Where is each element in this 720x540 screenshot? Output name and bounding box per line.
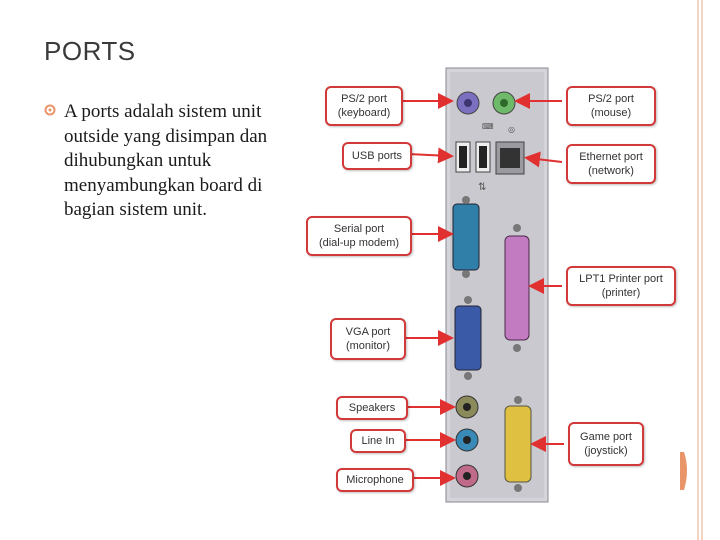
- callout-lpt1: LPT1 Printer port (printer): [566, 266, 676, 306]
- callout-speakers: Speakers: [336, 396, 408, 420]
- game-port: [505, 396, 531, 492]
- speaker-jack: [456, 396, 478, 418]
- callout-vga-line1: VGA port: [332, 325, 404, 339]
- callout-ethernet: Ethernet port (network): [566, 144, 656, 184]
- callout-microphone: Microphone: [336, 468, 414, 492]
- slide-title: PORTS: [44, 36, 136, 67]
- callout-game-line2: (joystick): [570, 444, 642, 458]
- callout-usb: USB ports: [342, 142, 412, 170]
- bullet-text: A ports adalah sistem unit outside yang …: [64, 100, 294, 223]
- svg-text:◎: ◎: [508, 125, 515, 134]
- callout-lpt1-line2: (printer): [568, 286, 674, 300]
- callout-lpt1-line1: LPT1 Printer port: [568, 272, 674, 286]
- callout-usb-line1: USB ports: [344, 149, 410, 163]
- ethernet-port: [496, 142, 524, 174]
- callout-serial-line1: Serial port: [308, 222, 410, 236]
- callout-ps2-keyboard-line2: (keyboard): [327, 106, 401, 120]
- callout-game: Game port (joystick): [568, 422, 644, 466]
- callout-ps2-mouse-line2: (mouse): [568, 106, 654, 120]
- callout-vga-line2: (monitor): [332, 339, 404, 353]
- callout-ps2-mouse: PS/2 port (mouse): [566, 86, 656, 126]
- callout-ps2-keyboard-line1: PS/2 port: [327, 92, 401, 106]
- callout-serial-line2: (dial-up modem): [308, 236, 410, 250]
- callout-ps2-mouse-line1: PS/2 port: [568, 92, 654, 106]
- callout-game-line1: Game port: [570, 430, 642, 444]
- callout-line-in-line1: Line In: [352, 434, 404, 448]
- callout-ethernet-line1: Ethernet port: [568, 150, 654, 164]
- microphone-jack: [456, 465, 478, 487]
- lpt1-port: [505, 224, 529, 352]
- svg-text:⇅: ⇅: [478, 182, 486, 193]
- callout-vga: VGA port (monitor): [330, 318, 406, 360]
- callout-ethernet-line2: (network): [568, 164, 654, 178]
- svg-text:⌨: ⌨: [482, 122, 494, 131]
- callout-microphone-line1: Microphone: [338, 473, 412, 487]
- callout-speakers-line1: Speakers: [338, 401, 406, 415]
- line-in-jack: [456, 429, 478, 451]
- vga-port: [455, 296, 481, 380]
- serial-port: [453, 196, 479, 278]
- right-decoration: [680, 0, 720, 540]
- ports-figure: ⌨ ◎ ⇅: [300, 66, 680, 506]
- bullet-icon: [44, 104, 56, 116]
- callout-line-in: Line In: [350, 429, 406, 453]
- callout-serial: Serial port (dial-up modem): [306, 216, 412, 256]
- callout-ps2-keyboard: PS/2 port (keyboard): [325, 86, 403, 126]
